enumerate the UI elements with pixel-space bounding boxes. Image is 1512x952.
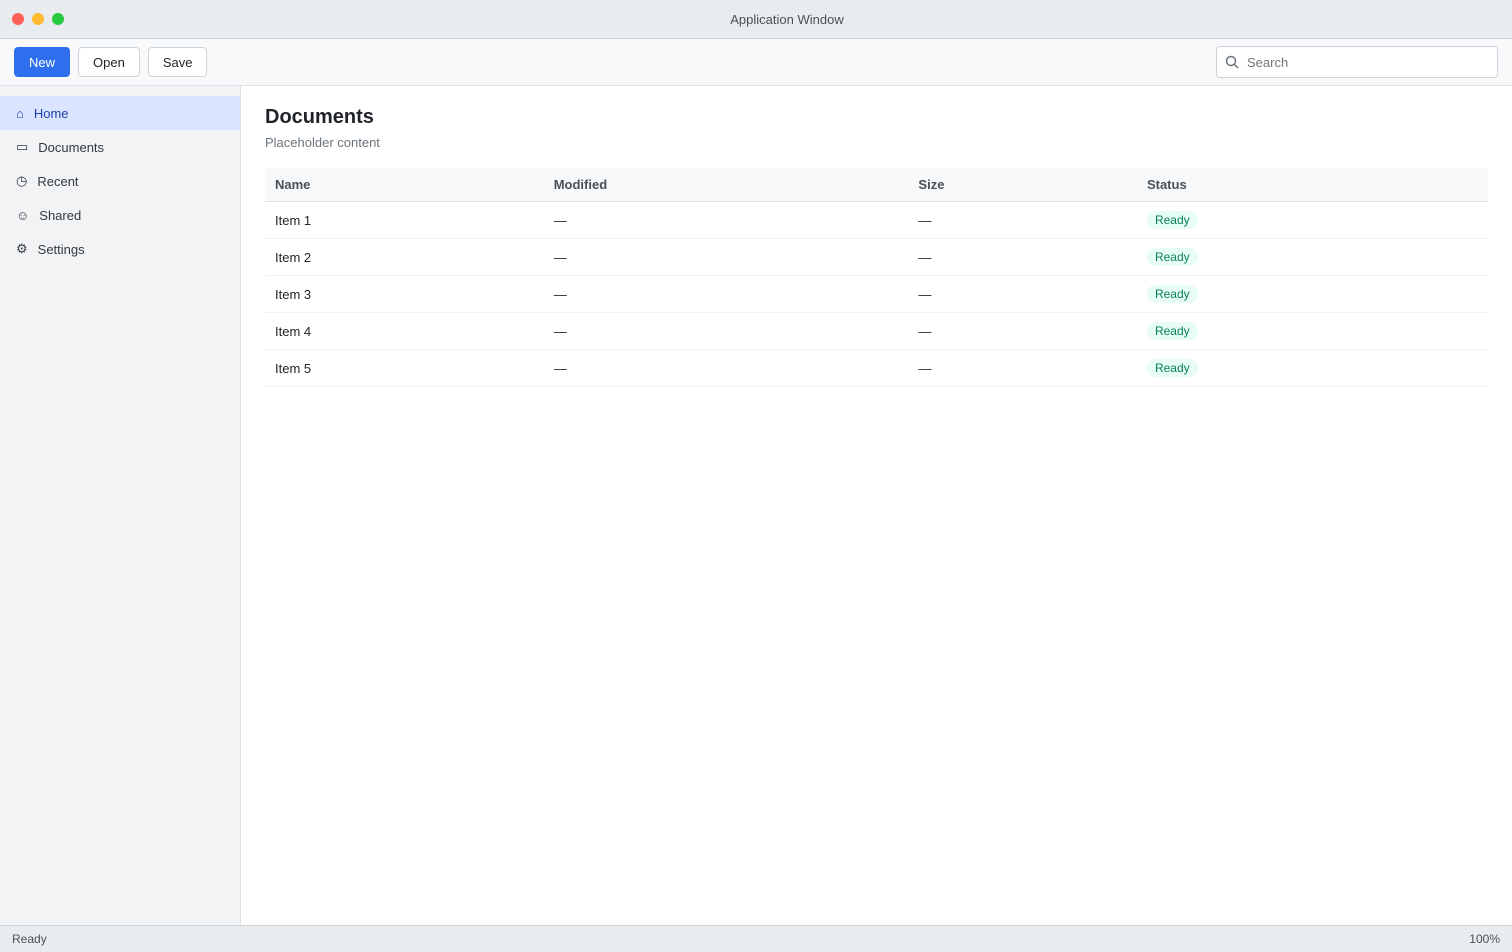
window-title: Application Window [730,11,844,27]
sidebar-item-label: Documents [38,139,105,155]
table-cell: Item 4 [265,312,544,350]
table-cell: — [543,312,909,350]
sidebar: ⌂ Home ▭ Documents ◷ Recent ☺ Shared ⚙ S… [0,86,241,925]
table-row[interactable]: Item 1 — — Ready [265,201,1488,239]
table-header-row: Name Modified Size Status [265,168,1488,202]
title-bar: Application Window [0,0,1512,39]
save-button[interactable]: Save [147,47,208,77]
table-cell: Item 5 [265,349,544,387]
sidebar-item-label: Settings [37,241,85,257]
window-controls [12,13,64,25]
toolbar: New Open Save [0,39,1512,86]
table-cell: — [908,312,1137,350]
search-input[interactable] [1245,53,1489,71]
status-badge: Ready [1146,359,1198,377]
table-cell: — [543,238,909,276]
column-header[interactable]: Name [265,168,544,202]
clock-icon: ◷ [16,173,28,188]
table-cell: — [908,238,1137,276]
folder-icon: ▭ [16,139,29,154]
sidebar-item-home[interactable]: ⌂ Home [0,96,240,130]
sidebar-item-label: Shared [39,207,82,223]
table-cell: — [908,275,1137,313]
column-header[interactable]: Status [1136,168,1488,202]
table-row[interactable]: Item 2 — — Ready [265,238,1488,276]
table-row[interactable]: Item 4 — — Ready [265,312,1488,350]
column-header[interactable]: Size [908,168,1137,202]
file-table: Name Modified Size Status Item 1 — — Rea… [265,168,1488,387]
sidebar-item-settings[interactable]: ⚙ Settings [0,232,240,266]
new-button[interactable]: New [14,47,71,77]
search-icon [1225,55,1239,69]
users-icon: ☺ [16,207,30,223]
zoom-level[interactable]: 100% [1469,932,1500,946]
home-icon: ⌂ [16,105,24,121]
sidebar-item-recent[interactable]: ◷ Recent [0,164,240,198]
main-content: Documents Placeholder content Name Modif… [241,86,1512,925]
table-cell: Ready [1136,275,1488,313]
table-cell: Ready [1136,312,1488,350]
sidebar-item-shared[interactable]: ☺ Shared [0,198,240,232]
table-cell: — [543,349,909,387]
status-badge: Ready [1146,211,1198,229]
close-window-button[interactable] [12,13,24,25]
table-row[interactable]: Item 3 — — Ready [265,275,1488,313]
minimize-window-button[interactable] [32,13,44,25]
maximize-window-button[interactable] [52,13,64,25]
table-cell: — [908,201,1137,239]
page-title: Documents [265,106,374,128]
table-cell: — [543,275,909,313]
window-body: ⌂ Home ▭ Documents ◷ Recent ☺ Shared ⚙ S… [0,86,1512,925]
gear-icon: ⚙ [16,241,28,256]
status-bar: Ready 100% [0,925,1512,952]
table-cell: Ready [1136,201,1488,239]
status-text: Ready [12,932,47,946]
open-button[interactable]: Open [78,47,140,77]
table-cell: Ready [1136,349,1488,387]
status-badge: Ready [1146,322,1198,340]
table-cell: — [908,349,1137,387]
sidebar-item-label: Home [33,105,69,121]
sidebar-item-label: Recent [37,173,79,189]
status-badge: Ready [1146,285,1198,303]
table-row[interactable]: Item 5 — — Ready [265,349,1488,387]
search-box [1216,46,1498,78]
table-cell: — [543,201,909,239]
status-badge: Ready [1146,248,1198,266]
table-cell: Item 2 [265,238,544,276]
sidebar-item-documents[interactable]: ▭ Documents [0,130,240,164]
table-cell: Item 3 [265,275,544,313]
table-cell: Ready [1136,238,1488,276]
page-subtitle: Placeholder content [265,135,380,150]
table-cell: Item 1 [265,201,544,239]
column-header[interactable]: Modified [543,168,909,202]
